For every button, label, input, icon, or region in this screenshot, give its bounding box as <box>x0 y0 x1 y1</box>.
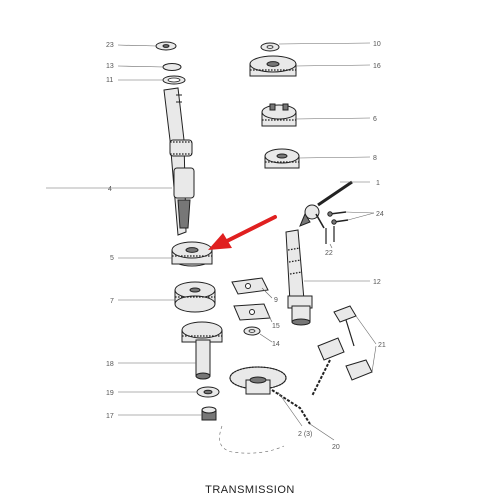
callout-4: 4 <box>108 186 112 193</box>
part-gear-5 <box>171 241 213 267</box>
callout-11: 11 <box>106 77 113 84</box>
callout-15: 15 <box>272 323 280 330</box>
callout-17: 17 <box>106 413 114 420</box>
callout-23: 23 <box>106 42 114 49</box>
part-bearing-17 <box>201 406 217 421</box>
part-linkage-21 <box>311 305 373 397</box>
part-gear-shaft-18 <box>181 321 223 380</box>
callout-5: 5 <box>110 255 114 262</box>
callout-21: 21 <box>378 342 386 349</box>
callout-18: 18 <box>106 361 114 368</box>
part-ring-11 <box>162 75 186 85</box>
part-washer-23 <box>155 41 177 51</box>
callout-2-3: 2 (3) <box>298 431 312 438</box>
diagram-caption: TRANSMISSION <box>205 484 295 496</box>
callout-9: 9 <box>274 297 278 304</box>
leader-lines <box>46 42 377 441</box>
part-chain-20 <box>219 389 311 454</box>
part-plate-9 <box>231 277 269 295</box>
callout-14: 14 <box>272 341 280 348</box>
part-plate-15 <box>233 303 271 321</box>
part-washer-10 <box>260 42 280 52</box>
part-gear-6 <box>261 103 297 127</box>
callout-12: 12 <box>373 279 381 286</box>
callout-24: 24 <box>376 211 384 218</box>
part-ring-13 <box>162 63 182 71</box>
part-countershaft-12 <box>285 229 313 326</box>
part-bushing-19 <box>196 386 220 398</box>
callout-20: 20 <box>332 444 340 451</box>
part-washer-14 <box>243 326 261 336</box>
callout-8: 8 <box>373 155 377 162</box>
part-pins-22 <box>325 226 335 244</box>
part-bolts-24 <box>327 211 349 225</box>
callout-labels: 23 13 11 4 5 7 18 19 17 10 16 6 8 1 24 2… <box>106 41 386 451</box>
callout-13: 13 <box>106 63 114 70</box>
part-gear-16 <box>249 55 297 77</box>
part-gear-8 <box>264 148 300 169</box>
part-gear-7 <box>174 281 216 313</box>
callout-6: 6 <box>373 116 377 123</box>
callout-1: 1 <box>376 180 380 187</box>
callout-7: 7 <box>110 298 114 305</box>
callout-22: 22 <box>325 250 333 257</box>
part-shift-lever-1 <box>299 180 353 229</box>
pointer-arrow <box>208 215 277 250</box>
part-main-shaft-4 <box>163 87 195 236</box>
callout-10: 10 <box>373 41 381 48</box>
callout-16: 16 <box>373 63 381 70</box>
callout-19: 19 <box>106 390 114 397</box>
part-sprocket-2 <box>229 366 287 395</box>
